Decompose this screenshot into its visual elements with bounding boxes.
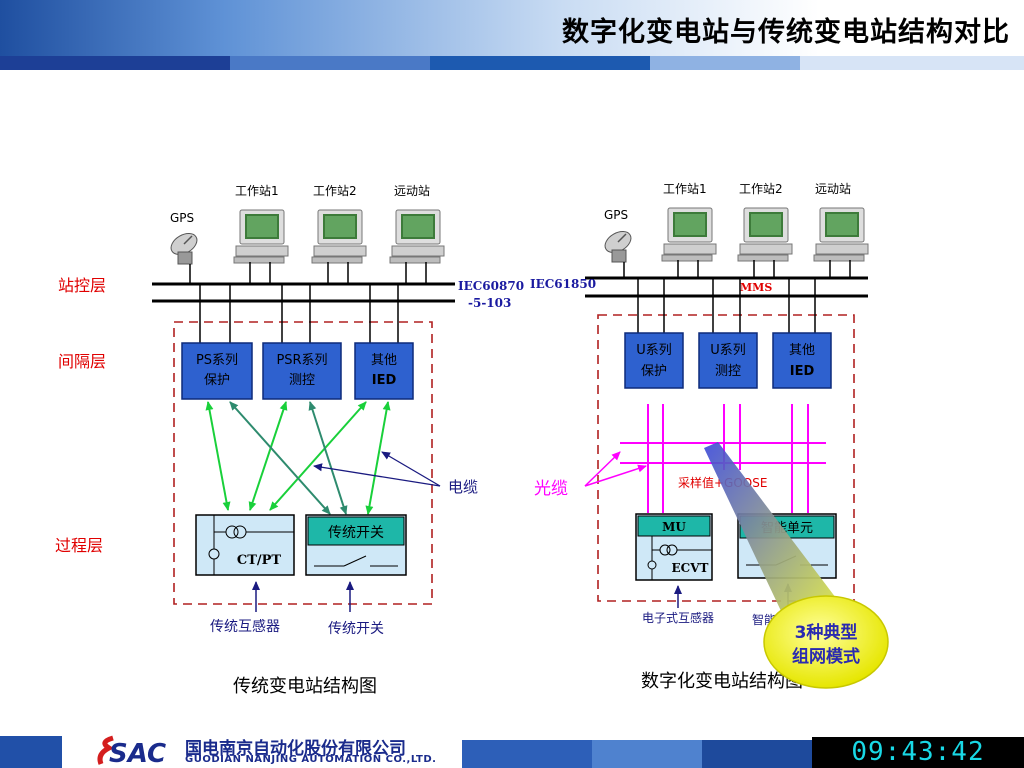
right-mu-box: MU ECVT xyxy=(635,513,713,581)
callout-beam xyxy=(704,442,842,630)
left-switch-box: 传统开关 xyxy=(305,514,407,576)
right-bay-region xyxy=(597,314,855,602)
left-gps-dish-icon xyxy=(166,228,202,265)
left-protocol-line1: IEC60870 xyxy=(458,279,524,293)
svg-text:IED: IED xyxy=(790,364,815,379)
svg-text:U系列: U系列 xyxy=(636,343,672,358)
left-protocol-line2: -5-103 xyxy=(468,296,511,310)
left-remote-label: 远动站 xyxy=(394,184,430,198)
right-remote-computer-icon xyxy=(813,207,869,262)
company-name-en: GUODIAN NANJING AUTOMATION CO.,LTD. xyxy=(185,754,437,765)
svg-text:SAC: SAC xyxy=(109,739,166,768)
svg-text:保护: 保护 xyxy=(204,373,230,388)
right-ws1-computer-icon xyxy=(661,207,717,262)
right-box-u-protect: U系列 保护 xyxy=(624,332,684,389)
left-ws2-label: 工作站2 xyxy=(313,184,357,198)
right-ws2-label: 工作站2 xyxy=(739,182,783,196)
layer-bay-label: 间隔层 xyxy=(58,352,106,371)
left-diagram-caption: 传统变电站结构图 xyxy=(233,676,377,697)
right-box-u-measure: U系列 测控 xyxy=(698,332,758,389)
layer-station-label: 站控层 xyxy=(58,276,106,295)
title-stripe-4 xyxy=(650,56,800,70)
svg-text:MU: MU xyxy=(662,520,686,534)
fiber-process-bus xyxy=(620,404,826,513)
left-box-psr: PSR系列 测控 xyxy=(262,342,342,400)
svg-text:测控: 测控 xyxy=(715,364,741,379)
callout-line2: 组网模式 xyxy=(792,646,860,667)
title-band xyxy=(0,0,1024,56)
structure-diagram: 站控层 间隔层 过程层 工作站1 工作站2 远动站 GPS IEC60870 -… xyxy=(55,182,889,697)
left-box-ps: PS系列 保护 xyxy=(181,342,253,400)
svg-text:保护: 保护 xyxy=(641,364,667,379)
svg-text:CT/PT: CT/PT xyxy=(237,553,282,568)
cable-pointer-2 xyxy=(381,451,441,487)
cable-pointer-1 xyxy=(313,463,441,487)
footer-bar xyxy=(0,736,1024,768)
left-ctpt-box: CT/PT xyxy=(195,514,295,576)
left-box-ied: 其他 IED xyxy=(354,342,414,400)
right-diagram-caption: 数字化变电站结构图 xyxy=(641,671,803,692)
svg-text:其他: 其他 xyxy=(371,353,397,368)
title-stripe-2 xyxy=(230,56,430,70)
left-ws2-computer-icon xyxy=(311,209,367,264)
clock-display: 09:43:42 xyxy=(812,737,1024,768)
company-name-cn: 国电南京自动化股份有限公司 xyxy=(185,739,406,759)
svg-text:PSR系列: PSR系列 xyxy=(276,353,327,368)
left-caption-ct: 传统互感器 xyxy=(210,618,280,635)
right-box-ied: 其他 IED xyxy=(772,332,832,389)
right-protocol: IEC61850 xyxy=(530,277,596,291)
right-caption-sensor: 电子式互感器 xyxy=(642,610,714,625)
right-ws2-computer-icon xyxy=(737,207,793,262)
title-stripe-5 xyxy=(800,56,1024,70)
mms-label: MMS xyxy=(740,281,772,294)
callout-bubble xyxy=(763,595,889,689)
page-title: 数字化变电站与传统变电站结构对比 xyxy=(562,17,1010,48)
svg-text:其他: 其他 xyxy=(789,343,815,358)
right-remote-label: 远动站 xyxy=(815,182,851,196)
svg-text:ECVT: ECVT xyxy=(672,561,709,575)
svg-text:PS系列: PS系列 xyxy=(196,353,238,368)
svg-text:U系列: U系列 xyxy=(710,343,746,358)
right-bay-drops xyxy=(637,278,816,334)
callout-line1: 3种典型 xyxy=(795,622,858,643)
cable-label: 电缆 xyxy=(448,478,478,496)
layer-process-label: 过程层 xyxy=(55,536,103,555)
svg-text:IED: IED xyxy=(372,373,397,388)
svg-text:传统开关: 传统开关 xyxy=(328,525,384,541)
left-ws1-label: 工作站1 xyxy=(235,184,279,198)
left-bay-region xyxy=(173,321,433,605)
title-stripe-1 xyxy=(0,56,230,70)
right-ws1-label: 工作站1 xyxy=(663,182,707,196)
left-caption-switch: 传统开关 xyxy=(328,621,384,637)
svg-text:测控: 测控 xyxy=(289,373,315,388)
left-station-drops xyxy=(189,262,427,284)
left-cable-arrows xyxy=(205,401,391,515)
fiber-pointer-2 xyxy=(584,451,621,487)
left-gps-label: GPS xyxy=(170,211,194,225)
left-ws1-computer-icon xyxy=(233,209,289,264)
left-bay-drops xyxy=(199,284,399,343)
title-stripe-3 xyxy=(430,56,650,70)
sac-logo: SAC xyxy=(97,735,166,768)
fiber-pointer-1 xyxy=(584,464,647,487)
right-gps-dish-icon xyxy=(600,226,636,263)
right-gps-label: GPS xyxy=(604,208,628,222)
layer-labels: 站控层 间隔层 过程层 xyxy=(55,276,106,555)
fiber-label: 光缆 xyxy=(534,479,568,499)
left-remote-computer-icon xyxy=(389,209,445,264)
right-station-drops xyxy=(623,260,851,278)
